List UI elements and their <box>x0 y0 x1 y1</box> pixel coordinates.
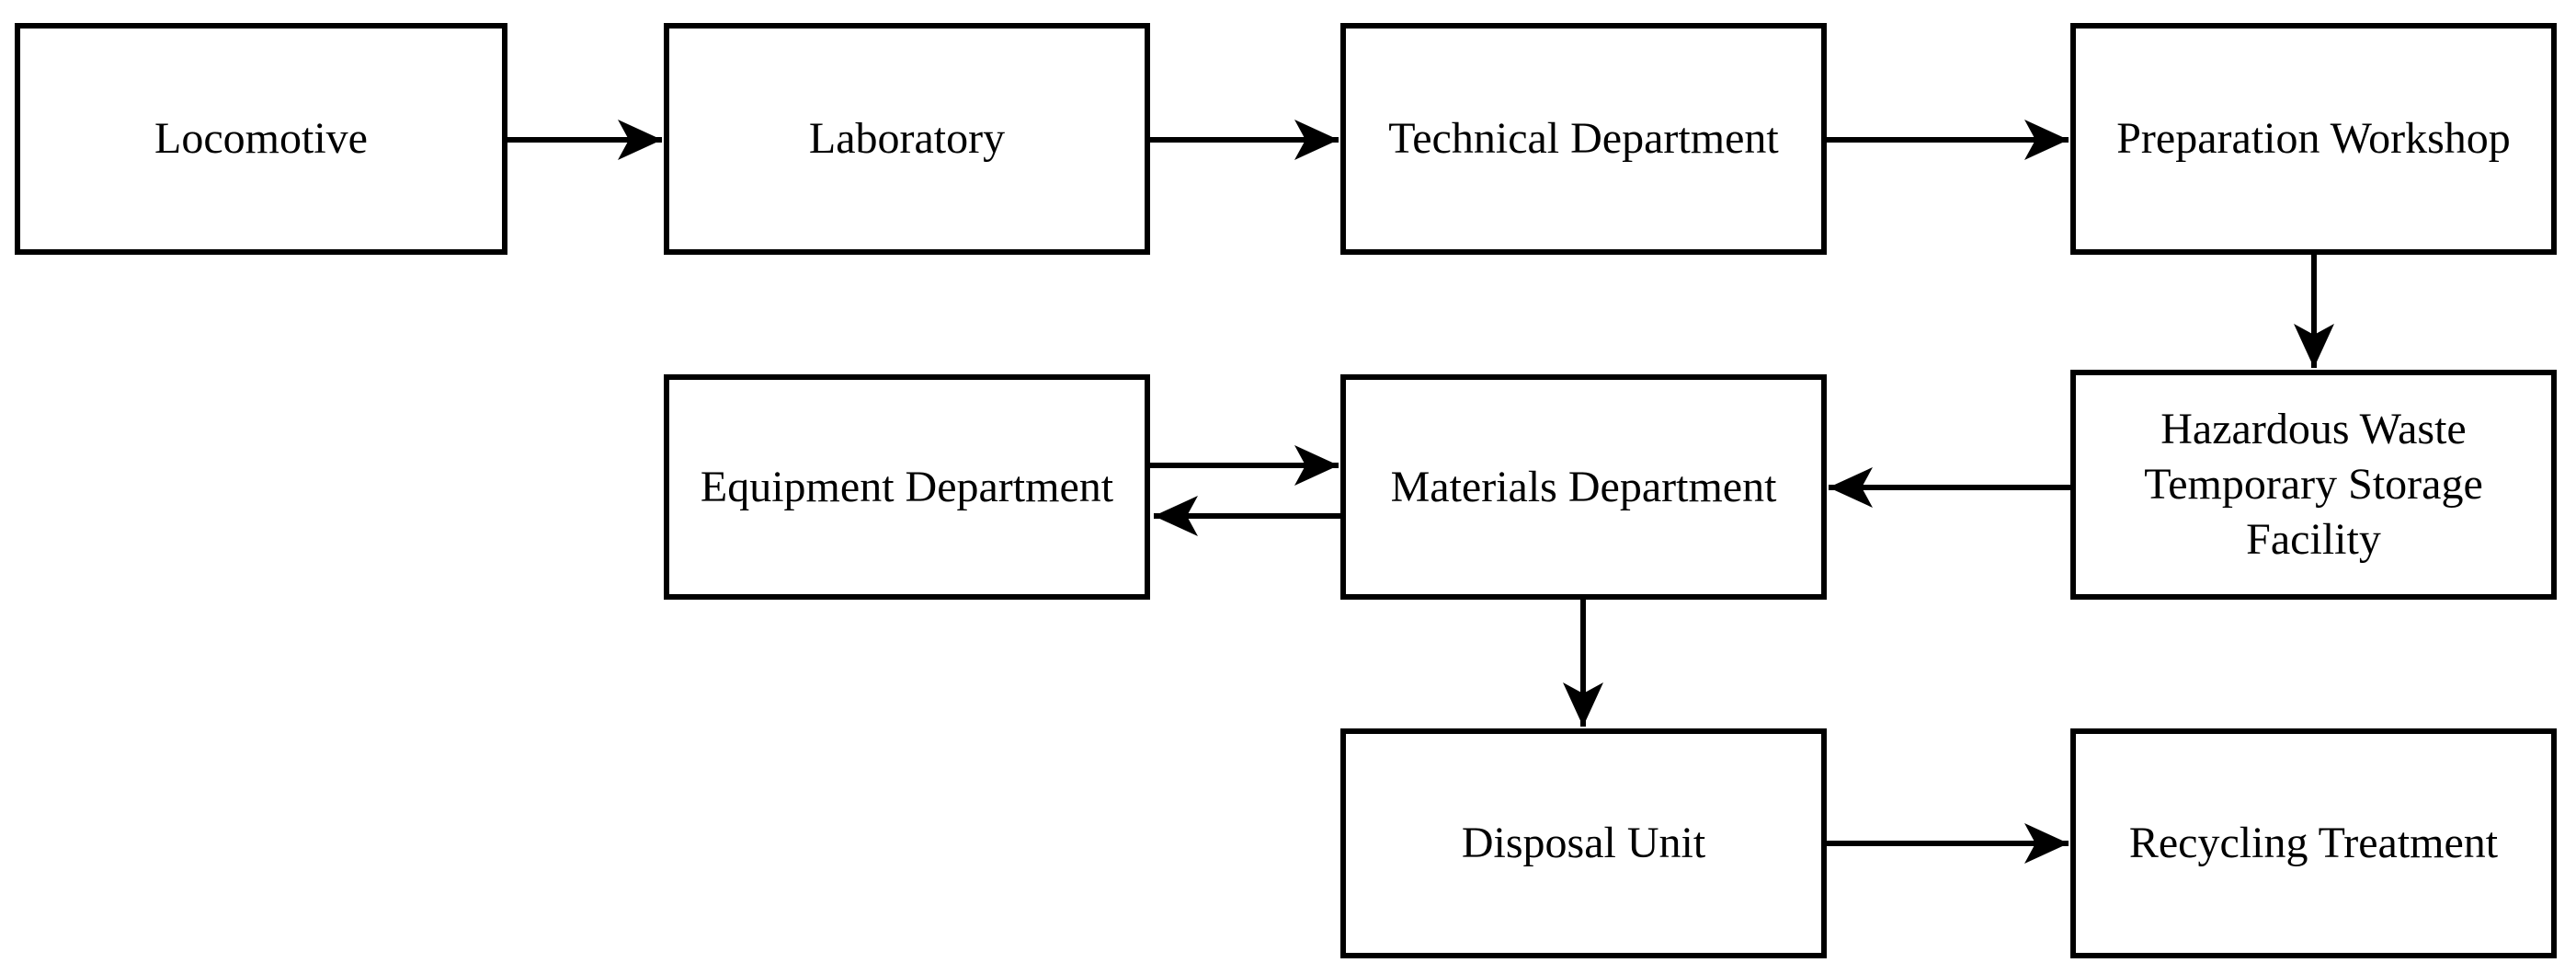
node-disposal-unit: Disposal Unit <box>1340 728 1827 958</box>
node-laboratory: Laboratory <box>664 23 1150 255</box>
node-locomotive: Locomotive <box>15 23 507 255</box>
node-materials-department: Materials Department <box>1340 374 1827 600</box>
node-recycling-treatment: Recycling Treatment <box>2070 728 2557 958</box>
node-equipment-department: Equipment Department <box>664 374 1150 600</box>
node-preparation-workshop: Preparation Workshop <box>2070 23 2557 255</box>
node-technical-department: Technical Department <box>1340 23 1827 255</box>
node-hazardous-waste-storage: Hazardous Waste Temporary Storage Facili… <box>2070 370 2557 600</box>
